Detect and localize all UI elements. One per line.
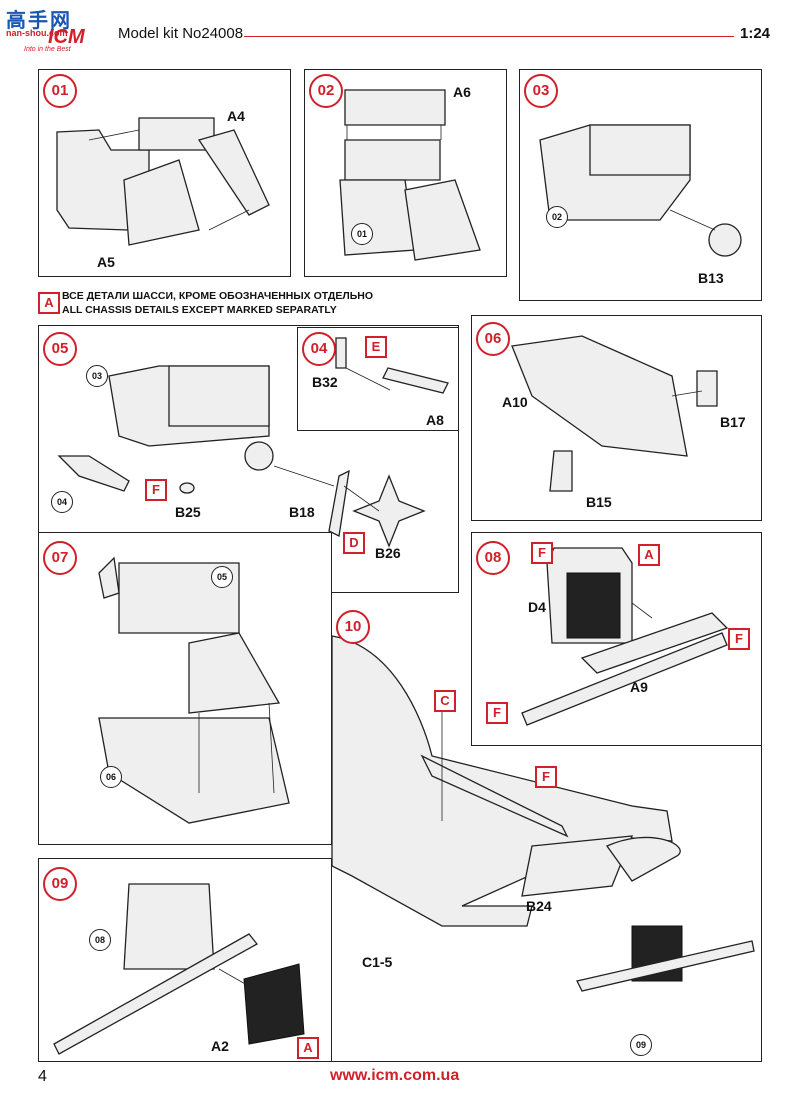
part-label-b18: B18 (289, 504, 315, 520)
step-number-09: 09 (43, 867, 77, 901)
part-label-a2: A2 (211, 1038, 229, 1054)
step-number-03: 03 (524, 74, 558, 108)
step-number-02: 02 (309, 74, 343, 108)
logo-watermark-text: 高手网 (6, 10, 72, 32)
part-label-d4: D4 (528, 599, 546, 615)
color-code-a-08: A (638, 544, 660, 566)
step-panel-03: 03 02 B13 (519, 69, 762, 301)
step-number-04: 04 (302, 332, 336, 366)
part-label-b24: B24 (526, 898, 552, 914)
ref-circle-01: 01 (351, 223, 373, 245)
brand-slogan: Into in the Best (24, 46, 71, 53)
part-label-b15: B15 (586, 494, 612, 510)
step-09-drawing (53, 883, 305, 1055)
part-label-b25: B25 (175, 504, 201, 520)
step-06-drawing (511, 335, 718, 492)
step-panel-02: 02 A6 01 (304, 69, 507, 277)
step-08-drawing (521, 547, 729, 726)
scale-label: 1:24 (740, 25, 771, 42)
color-code-f: F (145, 479, 167, 501)
part-label-b26: B26 (375, 545, 401, 561)
part-label-a10: A10 (502, 394, 528, 410)
note-line-ru: ВСЕ ДЕТАЛИ ШАССИ, КРОМЕ ОБОЗНАЧЕННЫХ ОТД… (62, 290, 374, 302)
kit-title: Model kit No24008 (118, 25, 244, 42)
ref-circle-03: 03 (86, 365, 108, 387)
page-number: 4 (38, 1068, 47, 1085)
step-number-07: 07 (43, 541, 77, 575)
part-label-b17: B17 (720, 414, 746, 430)
step-number-08: 08 (476, 541, 510, 575)
header-rule (244, 36, 734, 37)
logo-block: 高手网 nan-shou.com ICM Into in the Best (4, 4, 100, 56)
color-code-d: D (343, 532, 365, 554)
part-label-c1-5: C1-5 (362, 954, 393, 970)
step-panel-04: 04 E B32 A8 (297, 327, 459, 431)
step-07-drawing (98, 556, 290, 824)
part-label-a4: A4 (227, 108, 245, 124)
step-03-drawing (539, 124, 742, 257)
ref-circle-09: 09 (630, 1034, 652, 1056)
brand-logo: ICM (48, 26, 85, 48)
color-code-e: E (365, 336, 387, 358)
part-label-a8: A8 (426, 412, 444, 428)
step-10-drawing (331, 635, 755, 992)
color-code-f-08b: F (728, 628, 750, 650)
step-panel-06: 06 A10 B17 B15 (471, 315, 762, 521)
step-number-10: 10 (336, 610, 370, 644)
part-label-b13: B13 (698, 270, 724, 286)
step-05-drawing (57, 365, 426, 548)
note-line-en: ALL CHASSIS DETAILS EXCEPT MARKED SEPARA… (62, 304, 337, 316)
ref-circle-04: 04 (51, 491, 73, 513)
color-code-f-08a: F (531, 542, 553, 564)
step-panel-07: 07 05 06 (38, 532, 332, 845)
part-label-a5: A5 (97, 254, 115, 270)
color-code-f-10: F (535, 766, 557, 788)
color-code-c: C (434, 690, 456, 712)
color-code-f-08c: F (486, 702, 508, 724)
logo-watermark-sub: nan-shou.com (6, 28, 68, 38)
part-label-b32: B32 (312, 374, 338, 390)
color-code-a-09: A (297, 1037, 319, 1059)
ref-circle-08: 08 (89, 929, 111, 951)
step-number-06: 06 (476, 322, 510, 356)
step-04-drawing (335, 337, 449, 394)
step-number-05: 05 (43, 332, 77, 366)
step-number-01: 01 (43, 74, 77, 108)
step-panel-08: 08 F A D4 F A9 F (471, 532, 762, 746)
ref-circle-02: 02 (546, 206, 568, 228)
step-01-drawing (56, 117, 270, 246)
part-label-a9: A9 (630, 679, 648, 695)
footer-url[interactable]: www.icm.com.ua (330, 1067, 460, 1084)
step-panel-09: 09 08 A2 A (38, 858, 332, 1062)
part-label-a6: A6 (453, 84, 471, 100)
step-panel-01: 01 A4 A5 (38, 69, 291, 277)
ref-circle-05: 05 (211, 566, 233, 588)
note-marker-a: A (38, 292, 60, 314)
ref-circle-06: 06 (100, 766, 122, 788)
